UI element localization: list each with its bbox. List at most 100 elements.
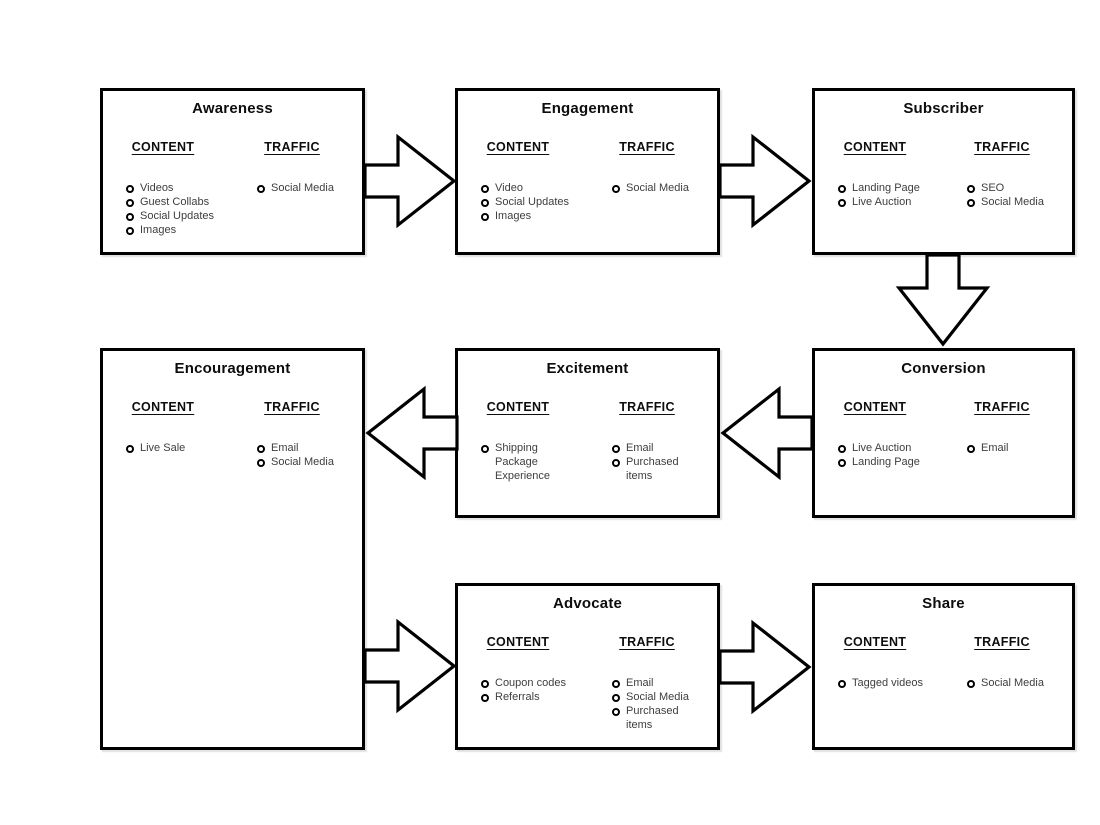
list-item: Email <box>256 441 341 455</box>
arrow-subscriber-to-conversion-icon <box>895 253 991 347</box>
content-column-header: CONTENT <box>131 140 195 154</box>
content-list: Tagged videos <box>837 676 937 690</box>
list-item: Tagged videos <box>837 676 937 690</box>
content-column: CONTENT Tagged videos <box>819 636 931 690</box>
list-item: Video <box>480 181 580 195</box>
list-item: Landing Page <box>837 181 937 195</box>
traffic-list: Social Media <box>611 181 696 195</box>
content-column-header: CONTENT <box>486 635 550 649</box>
list-item: Social Media <box>966 676 1051 690</box>
content-column-header: CONTENT <box>131 400 195 414</box>
traffic-list: Social Media <box>256 181 341 195</box>
list-item: Live Auction <box>837 441 937 455</box>
traffic-column: TRAFFIC Social Media <box>591 141 703 223</box>
stage-title: Conversion <box>901 360 986 377</box>
arrow-advocate-to-share-icon <box>718 619 812 715</box>
list-item: Social Updates <box>125 209 225 223</box>
content-list: Shipping Package Experience <box>480 441 580 483</box>
list-item: Images <box>125 223 225 237</box>
content-list: Live Sale <box>125 441 225 455</box>
stage-box-encouragement: Encouragement CONTENT Live Sale TRAFFIC … <box>100 348 365 750</box>
traffic-column-header: TRAFFIC <box>619 635 675 649</box>
list-item: Social Updates <box>480 195 580 209</box>
content-column-header: CONTENT <box>843 140 907 154</box>
content-column-header: CONTENT <box>843 635 907 649</box>
stage-title: Excitement <box>546 360 629 377</box>
list-item: Social Media <box>256 455 341 469</box>
list-item: Purchased items <box>611 455 696 483</box>
stage-title: Advocate <box>552 595 623 612</box>
content-column-header: CONTENT <box>486 400 550 414</box>
list-item: Coupon codes <box>480 676 580 690</box>
list-item: Social Media <box>611 181 696 195</box>
traffic-column: TRAFFIC Email <box>946 401 1058 469</box>
traffic-column-header: TRAFFIC <box>264 400 320 414</box>
stage-title: Engagement <box>541 100 634 117</box>
arrow-engagement-to-subscriber-icon <box>718 133 812 229</box>
traffic-column-header: TRAFFIC <box>974 140 1030 154</box>
content-column: CONTENT Shipping Package Experience <box>462 401 574 483</box>
list-item: SEO <box>966 181 1051 195</box>
stage-box-excitement: Excitement CONTENT Shipping Package Expe… <box>455 348 720 518</box>
list-item: Email <box>966 441 1051 455</box>
list-item: Videos <box>125 181 225 195</box>
traffic-column-header: TRAFFIC <box>619 140 675 154</box>
content-column-header: CONTENT <box>843 400 907 414</box>
content-column-header: CONTENT <box>486 140 550 154</box>
stage-title: Subscriber <box>903 100 984 117</box>
traffic-column: TRAFFIC Social Media <box>946 636 1058 690</box>
traffic-column-header: TRAFFIC <box>264 140 320 154</box>
arrow-encouragement-to-advocate-icon <box>363 618 457 714</box>
list-item: Shipping Package Experience <box>480 441 580 483</box>
list-item: Purchased items <box>611 704 696 732</box>
list-item: Landing Page <box>837 455 937 469</box>
list-item: Live Sale <box>125 441 225 455</box>
list-item: Referrals <box>480 690 580 704</box>
list-item: Email <box>611 676 696 690</box>
stage-title: Awareness <box>192 100 273 117</box>
arrow-conversion-to-excitement-icon <box>720 385 814 481</box>
traffic-column-header: TRAFFIC <box>974 400 1030 414</box>
list-item: Social Media <box>966 195 1051 209</box>
arrow-excitement-to-encouragement-icon <box>365 385 459 481</box>
stage-box-share: Share CONTENT Tagged videos TRAFFIC Soci… <box>812 583 1075 750</box>
traffic-column-header: TRAFFIC <box>974 635 1030 649</box>
arrow-awareness-to-engagement-icon <box>363 133 457 229</box>
traffic-list: Email <box>966 441 1051 455</box>
traffic-column: TRAFFIC Social Media <box>236 141 348 237</box>
list-item: Images <box>480 209 580 223</box>
list-item: Guest Collabs <box>125 195 225 209</box>
traffic-column-header: TRAFFIC <box>619 400 675 414</box>
list-item: Email <box>611 441 696 455</box>
list-item: Live Auction <box>837 195 937 209</box>
traffic-list: Social Media <box>966 676 1051 690</box>
stage-title: Encouragement <box>174 360 291 377</box>
list-item: Social Media <box>611 690 696 704</box>
stage-title: Share <box>922 595 965 612</box>
content-column: CONTENT Live Sale <box>107 401 219 469</box>
list-item: Social Media <box>256 181 341 195</box>
